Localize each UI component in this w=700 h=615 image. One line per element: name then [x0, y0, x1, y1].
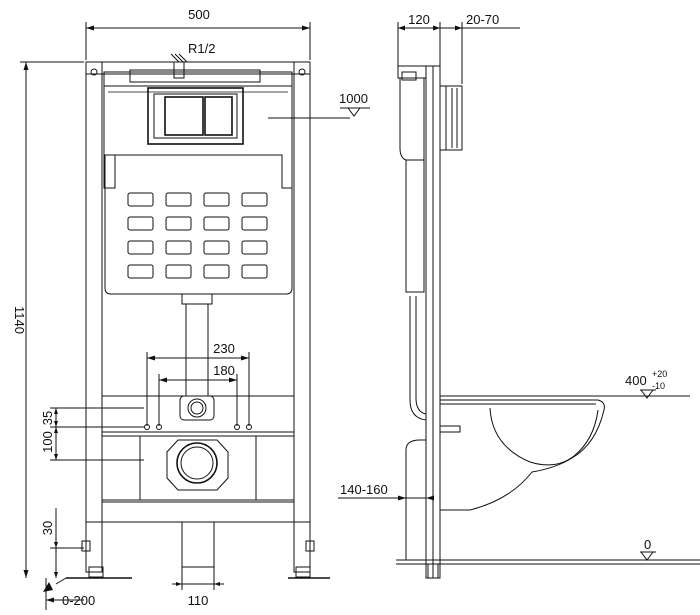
toilet-pan: [440, 395, 606, 511]
supply-connection-label: R1/2: [188, 41, 215, 56]
pan-tolerance-plus: +20: [652, 369, 667, 379]
width-dimension-label: 500: [188, 7, 210, 22]
floor: [396, 559, 700, 579]
drain-connector: [166, 439, 229, 568]
flush-plate: [147, 87, 244, 145]
pitch-180-label: 180: [213, 363, 235, 378]
pitch-230-label: 230: [213, 341, 235, 356]
offset-100-label: 100: [40, 431, 55, 453]
pan-tolerance-minus: -10: [652, 381, 665, 391]
front-view: 500 1140 R1/2 1000 230 180 35 100 30 0-2…: [12, 7, 370, 610]
side-cistern: [397, 65, 427, 293]
cistern: [103, 69, 293, 295]
lower-bars: [101, 395, 295, 523]
side-flush-plate: [439, 85, 463, 151]
bolt-holes: [144, 424, 252, 430]
frame-uprights: [85, 61, 311, 573]
drain-width-label: 110: [188, 593, 209, 608]
side-flush-pipe: [409, 296, 461, 433]
foot-30-label: 30: [40, 521, 55, 535]
height-dimension-label: 1140: [12, 306, 27, 334]
inspection-grid: [127, 192, 268, 279]
side-dimensions: [338, 22, 690, 561]
offset-35-label: 35: [40, 411, 55, 425]
wall-thickness-label: 20-70: [466, 12, 499, 27]
supply-inlet: [170, 53, 188, 79]
flush-height-label: 1000: [339, 91, 368, 106]
drain-offset-label: 140-160: [340, 482, 388, 497]
depth-dimension-label: 120: [408, 12, 430, 27]
flush-pipe: [179, 293, 215, 421]
side-view: 120 20-70 400 +20 -10 140-160 0: [338, 12, 700, 579]
frame-feet: [66, 540, 330, 579]
foot-adjust-label: 0-200: [62, 593, 95, 608]
front-dimensions: [20, 22, 370, 610]
pan-height-label: 400: [625, 373, 647, 388]
floor-level-label: 0: [644, 537, 651, 552]
side-frame: [425, 65, 441, 579]
side-drain-pipe: [405, 420, 441, 560]
